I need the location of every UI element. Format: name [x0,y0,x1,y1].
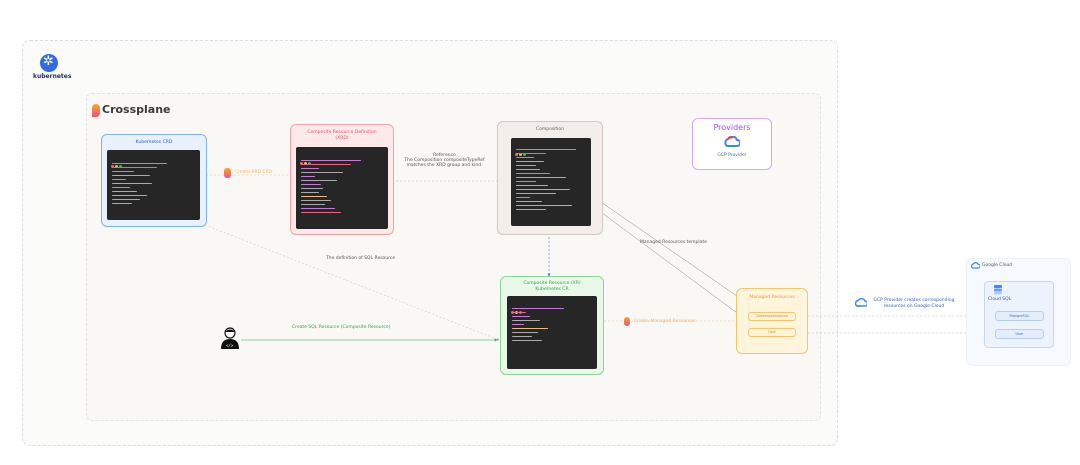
google-cloud-title: Google Cloud [982,263,1013,268]
gcp-user-item: User [995,329,1044,339]
gcp-small-icon [855,298,867,307]
cloud-sql-icon [994,285,1002,295]
crossplane-label: Crossplane [102,103,171,116]
crossplane-small-icon-2 [624,317,630,326]
xr-title: Composite Resource (XR) Kubernetes CR [523,281,581,292]
create-xrd-label: Create XRD CRD [235,170,273,175]
reference-line-2: The Composition compositeTypeRef [404,158,485,163]
gcp-icon [724,136,740,147]
crd-code-block [107,150,200,220]
crossplane-small-icon [224,168,231,178]
crd-title: Kubernetes CRD [135,140,173,145]
managed-item-user: User [748,328,796,337]
xr-panel: Composite Resource (XR) Kubernetes CR [500,276,604,375]
definition-line [204,224,500,341]
crd-panel: Kubernetes CRD [101,134,207,227]
xr-code-block [507,296,597,369]
reference-line-3: matches the XRD group and kind. [406,163,483,168]
template-line-1 [597,199,761,313]
xrd-panel: Composite Resource Definition (XRD) [290,124,394,235]
gcp-creates-annotation: GCP Provider creates corresponding resou… [866,298,962,310]
gcp-postgresql-item: PostgreSQL [995,311,1044,321]
crossplane-logo-icon [92,104,100,117]
xrd-title: Composite Resource Definition (XRD) [307,130,377,141]
composition-code-block [511,138,591,226]
gcp-creates-line-1: GCP Provider creates corresponding [873,298,955,303]
managed-title: Managed Resources [749,295,795,300]
definition-label: The definition of SQL Resource [326,256,396,261]
managed-resources-panel: Managed Resources DatabaseInstance User [736,288,808,354]
svg-text:</>: </> [226,343,234,348]
providers-title: Providers [713,123,751,132]
gcp-creates-line-2: resources on Google Cloud [883,304,945,309]
cloud-sql-label: Cloud SQL [988,297,1012,302]
xrd-code-block [296,147,388,229]
composition-title: Composition [535,127,565,132]
managed-item-databaseinstance: DatabaseInstance [748,312,796,321]
composition-panel: Composition [497,121,603,235]
providers-panel: Providers GCP Provider [692,118,772,170]
kubernetes-logo-icon [40,54,58,72]
create-managed-label: Create Managed Resources [634,319,696,324]
create-sql-label: Create SQL Resource (Composite Resource) [292,325,391,330]
reference-line-1: Reference [433,153,456,158]
template-line-2 [597,209,761,331]
kubernetes-label: kubernetes [33,73,72,80]
managed-template-label: Managed Resources template [640,240,707,245]
developer-icon: </> [221,327,239,349]
google-cloud-icon [971,262,980,269]
reference-annotation: Reference The Composition compositeTypeR… [392,153,497,168]
gcp-provider-label: GCP Provider [717,153,747,158]
